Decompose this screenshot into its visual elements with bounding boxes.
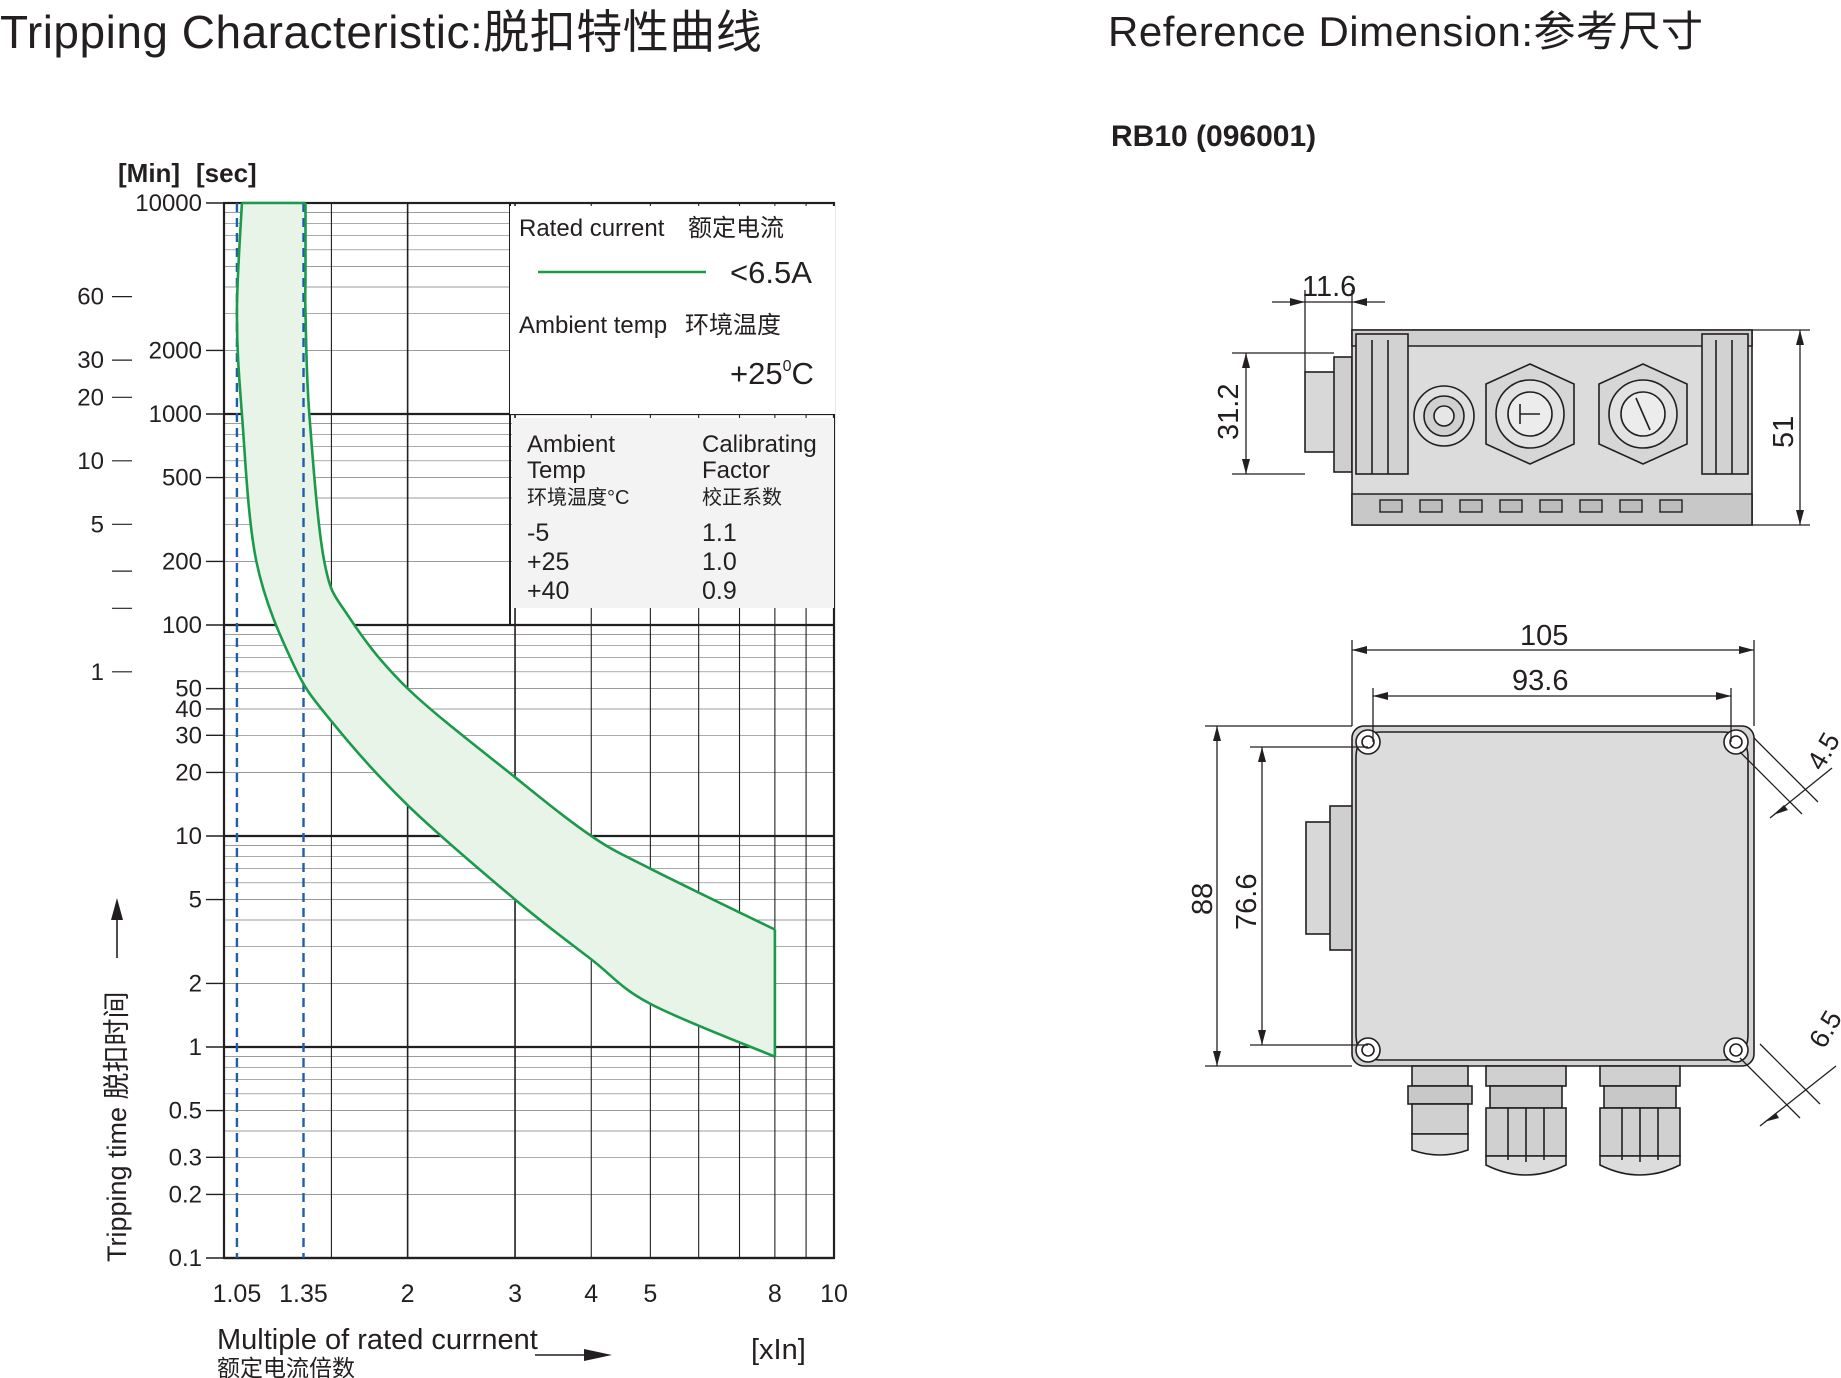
dim-side-offset: 11.6 — [1302, 271, 1356, 303]
x-axis-unit: [xIn] — [751, 1334, 806, 1366]
reference-vlines — [235, 203, 305, 1258]
dim-corner-diameter: 6.5 — [1803, 1005, 1841, 1053]
legend-rated-current-label: Rated current — [519, 215, 665, 242]
y-tick-label-sec: 1 — [189, 1034, 202, 1061]
calib-col1-header-1: Ambient — [527, 431, 615, 458]
y-tick-label-sec: 0.2 — [169, 1181, 202, 1208]
x-axis-label: Multiple of rated currnent — [217, 1324, 538, 1356]
y-tick-label-sec: 100 — [162, 612, 202, 639]
legend-ambient-value: +250C — [730, 356, 814, 391]
calib-col2-header-cn: 校正系数 — [702, 486, 782, 509]
calib-col1-header-2: Temp — [527, 457, 586, 484]
y-tick-label-min: 60 — [77, 284, 104, 311]
chart-section-title: Tripping Characteristic:脱扣特性曲线 — [0, 6, 763, 58]
y-tick-label-min: 10 — [77, 448, 104, 475]
x-tick-label: 1.35 — [279, 1280, 328, 1308]
y-tick-label-sec: 2 — [189, 970, 202, 997]
x-tick-label: 10 — [820, 1280, 848, 1308]
y-tick-label-sec: 0.1 — [169, 1245, 202, 1272]
calib-col2-header-2: Factor — [702, 457, 770, 484]
dim-top-hole-spacing-y: 76.6 — [1231, 874, 1263, 930]
dim-top-hole-spacing-x: 93.6 — [1512, 665, 1568, 697]
y-tick-label-sec: 2000 — [149, 337, 202, 364]
side-view-drawing — [1304, 329, 1753, 526]
x-tick-label: 5 — [643, 1280, 657, 1308]
calib-factor-row-1: 1.1 — [702, 519, 737, 547]
dim-side-height: 51 — [1768, 416, 1800, 448]
y-tick-label-sec: 40 — [175, 696, 202, 723]
y-tick-label-sec: 0.5 — [169, 1098, 202, 1125]
y-axis-label: Tripping time 脱扣时间 — [102, 991, 132, 1262]
x-axis-arrow-head — [584, 1349, 612, 1361]
tripping-band-fill — [236, 203, 775, 1057]
dim-hole-diameter: 4.5 — [1801, 727, 1841, 775]
x-axis-label-cn: 额定电流倍数 — [217, 1355, 355, 1378]
legend-current-value: <6.5A — [730, 255, 812, 290]
x-tick-label: 1.05 — [213, 1280, 262, 1308]
y-tick-label-min: 20 — [77, 384, 104, 411]
dimension-section-title: Reference Dimension:参考尺寸 — [1108, 8, 1704, 55]
calib-factor-row-3: 0.9 — [702, 577, 737, 605]
y-tick-label-sec: 200 — [162, 548, 202, 575]
top-view-drawing — [1305, 725, 1755, 1176]
y-tick-label-sec: 5 — [189, 887, 202, 914]
x-tick-label: 8 — [768, 1280, 782, 1308]
y-tick-label-min: 5 — [91, 511, 104, 538]
y-tick-label-sec: 50 — [175, 676, 202, 703]
tripping-curve-upper — [303, 203, 776, 931]
y-tick-label-sec: 30 — [175, 722, 202, 749]
calib-temp-row-1: -5 — [527, 519, 549, 547]
x-tick-label: 2 — [401, 1280, 415, 1308]
calib-factor-row-2: 1.0 — [702, 548, 737, 576]
y-tick-label-sec: 10000 — [135, 190, 202, 217]
dim-top-height: 88 — [1187, 883, 1219, 915]
y-tick-label-min: 1 — [91, 659, 104, 686]
tripping-curve-end — [241, 201, 777, 1057]
dim-top-width: 105 — [1520, 620, 1568, 652]
dim-side-inner-height: 31.2 — [1213, 384, 1245, 440]
y-tick-label-sec: 0.3 — [169, 1144, 202, 1171]
calibration-table-box — [512, 418, 834, 608]
x-tick-label: 3 — [508, 1280, 522, 1308]
legend-rated-current-cn: 额定电流 — [688, 215, 784, 242]
calib-col1-header-cn: 环境温度°C — [527, 486, 629, 509]
calib-temp-row-2: +25 — [527, 548, 569, 576]
y-tick-label-min: 30 — [77, 347, 104, 374]
legend-ambient-cn: 环境温度 — [685, 312, 781, 339]
model-label: RB10 (096001) — [1111, 120, 1317, 153]
legend-ambient-label: Ambient temp — [519, 312, 667, 339]
y-unit-min: [Min] — [118, 158, 180, 188]
top-view-dimensions — [1205, 640, 1837, 1127]
y-unit-sec: [sec] — [196, 158, 257, 188]
y-tick-label-sec: 20 — [175, 759, 202, 786]
y-axis-arrow-head — [111, 898, 123, 920]
calib-temp-row-3: +40 — [527, 577, 569, 605]
legend-box — [510, 206, 835, 414]
y-tick-label-sec: 500 — [162, 465, 202, 492]
calib-col2-header-1: Calibrating — [702, 431, 817, 458]
side-view-dimensions — [1232, 290, 1810, 526]
y-tick-label-sec: 10 — [175, 823, 202, 850]
tripping-curve-lower — [235, 202, 776, 1058]
x-tick-label: 4 — [584, 1280, 598, 1308]
y-tick-label-sec: 1000 — [149, 401, 202, 428]
